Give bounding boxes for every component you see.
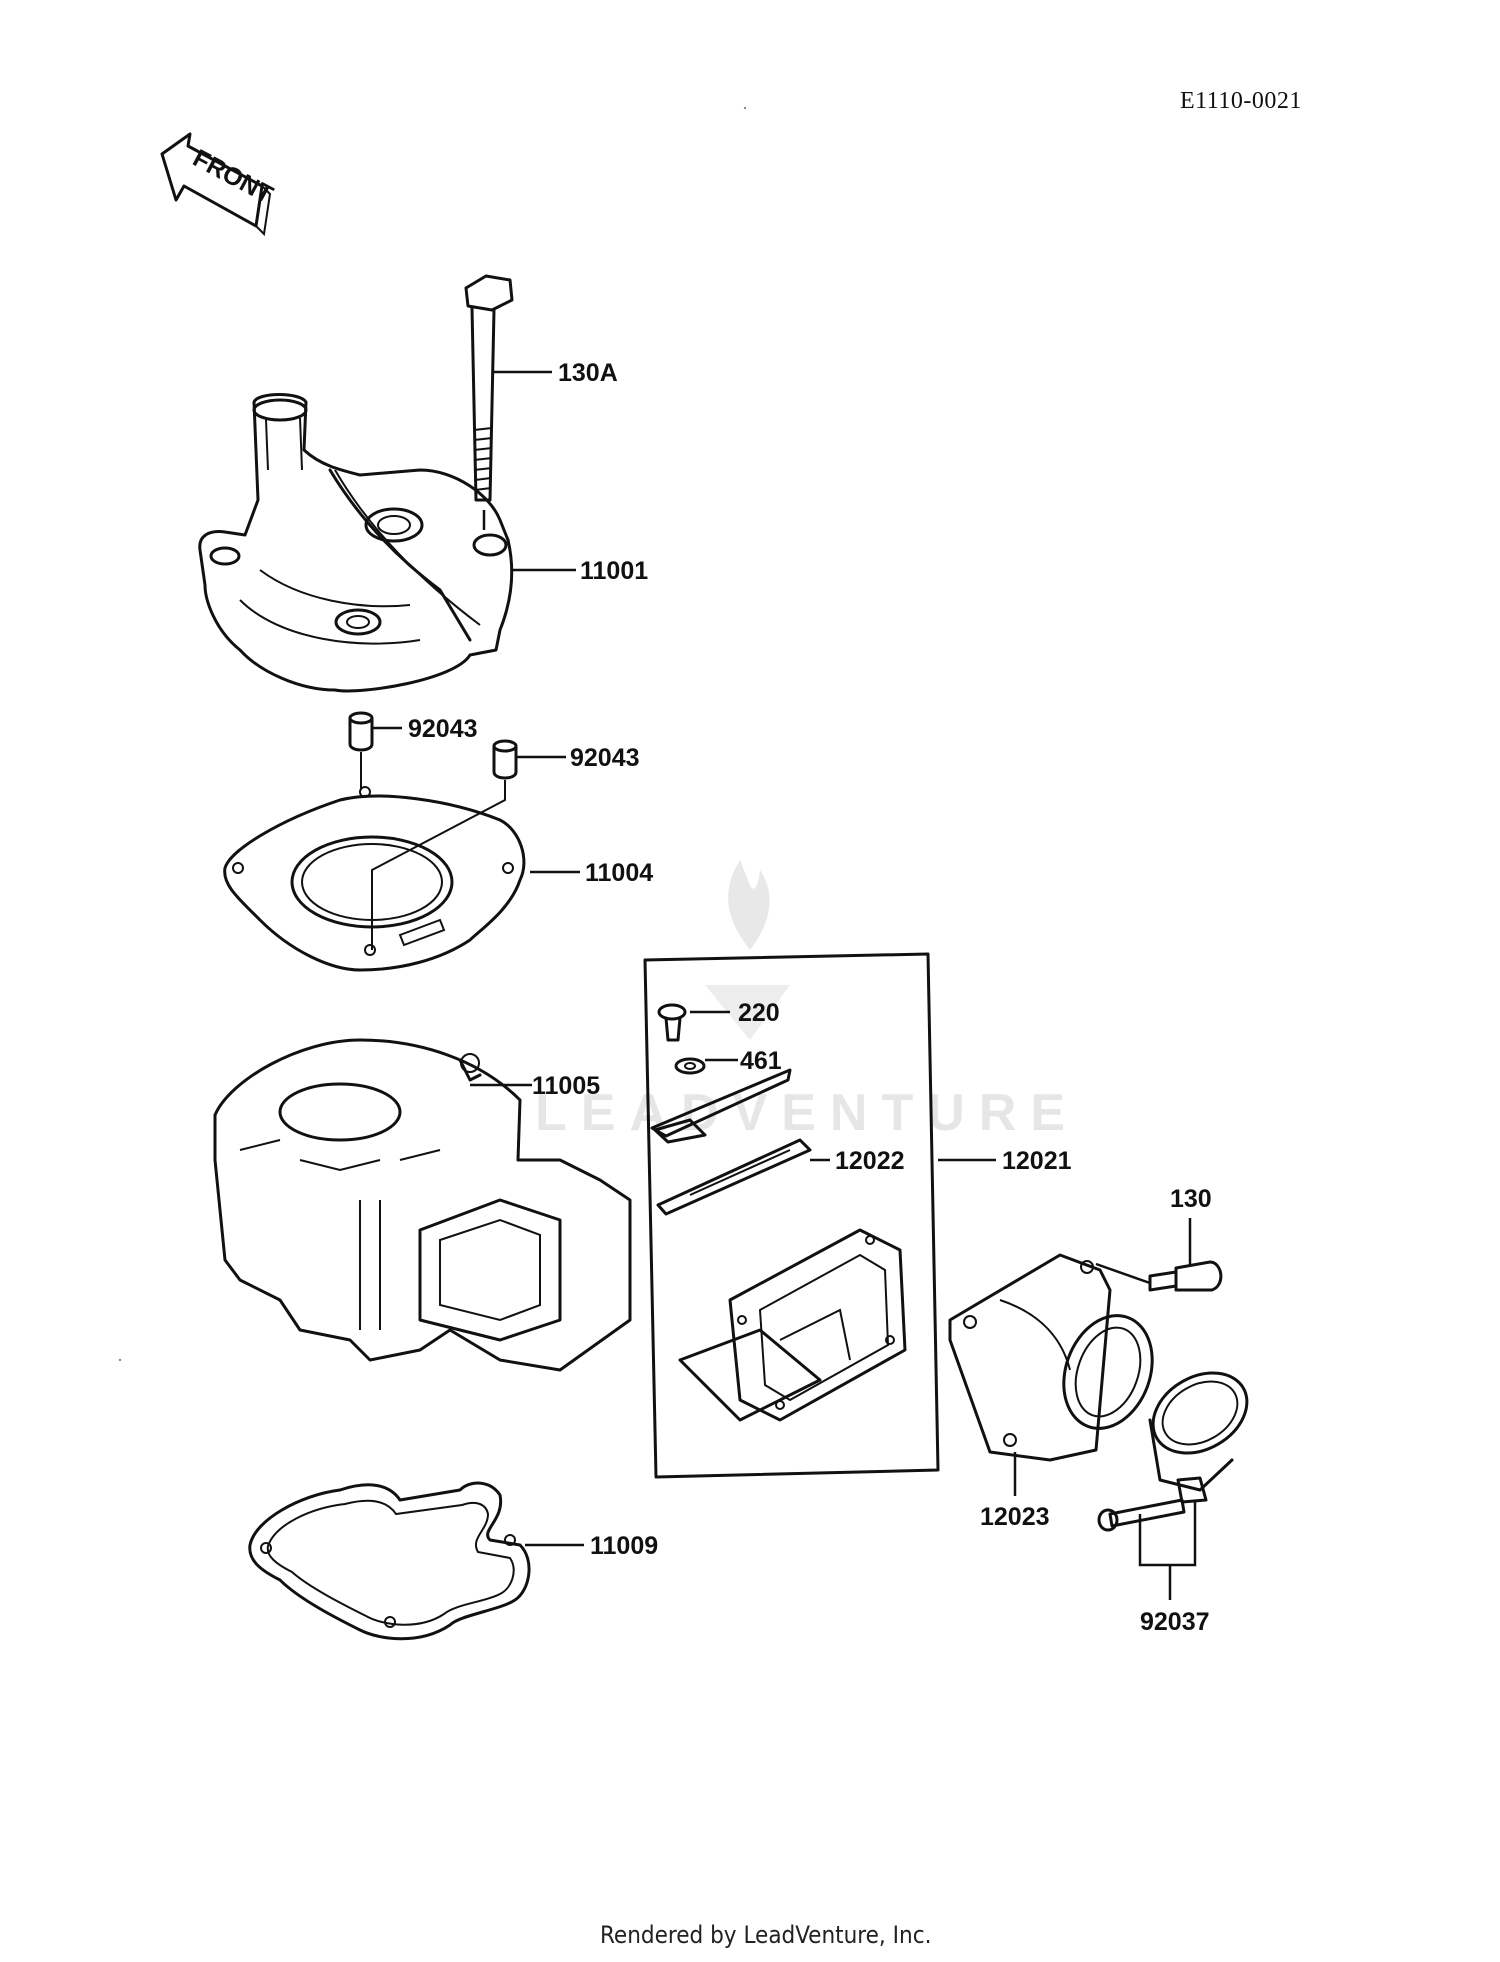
- reed-12022: 12022: [656, 1138, 905, 1216]
- callout-11004: 11004: [585, 859, 653, 887]
- clamp-92037: 92037: [1097, 1371, 1249, 1636]
- callout-92043-left: 92043: [408, 715, 478, 743]
- callout-11001: 11001: [580, 557, 648, 585]
- base-gasket-11009: 11009: [248, 1481, 658, 1641]
- cylinder-head-11001: 11001: [198, 393, 648, 693]
- reed-stopper: [650, 1068, 792, 1144]
- dowel-pin-right: 92043: [371, 739, 640, 950]
- callout-12021: 12021: [1002, 1147, 1072, 1175]
- reed-valve-box: [643, 952, 940, 1479]
- callout-92037: 92037: [1140, 1608, 1210, 1636]
- cylinder-11005: 11005: [213, 1038, 632, 1372]
- callout-11009: 11009: [590, 1532, 658, 1560]
- reference-code: E1110-0021: [1180, 88, 1302, 114]
- callout-130: 130: [1170, 1185, 1212, 1213]
- callout-12023: 12023: [980, 1503, 1050, 1531]
- callout-461: 461: [740, 1047, 782, 1075]
- footer-credit: Rendered by LeadVenture, Inc.: [600, 1921, 931, 1949]
- front-arrow-label: FRONT: [188, 144, 277, 209]
- front-arrow-icon: FRONT: [160, 132, 277, 237]
- watermark-logo: LEADVENTURE: [535, 860, 1079, 1142]
- bolt-130: 130: [1095, 1185, 1223, 1292]
- callout-220: 220: [738, 999, 780, 1027]
- screw-220: 220: [657, 999, 780, 1042]
- watermark-text: LEADVENTURE: [535, 1084, 1079, 1142]
- bolt-130a: 130A: [464, 274, 618, 530]
- callout-92043-right: 92043: [570, 744, 640, 772]
- callout-12022: 12022: [835, 1147, 905, 1175]
- dowel-pin-left: 92043: [348, 711, 478, 790]
- washer-461: 461: [674, 1047, 782, 1075]
- reed-block: [678, 1228, 907, 1422]
- inlet-pipe-12023: 12023: [948, 1253, 1154, 1531]
- callout-130a: 130A: [558, 359, 618, 387]
- head-gasket-11004: 11004: [223, 786, 653, 972]
- callout-11005: 11005: [532, 1072, 600, 1100]
- reed-valve-assembly-label: 12021: [938, 1147, 1072, 1175]
